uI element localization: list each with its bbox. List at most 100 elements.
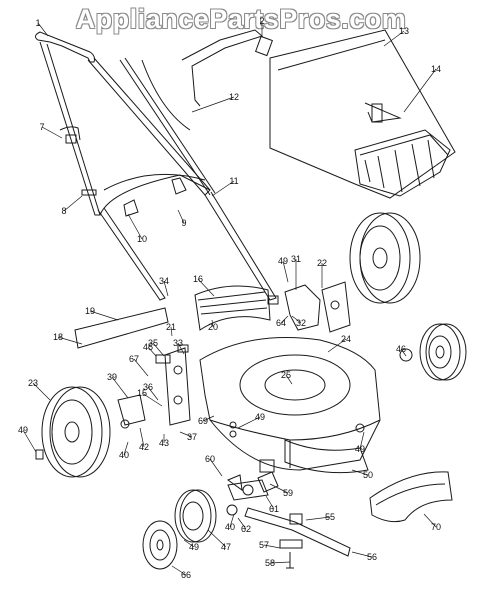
part-callout-49[interactable]: 49 — [189, 542, 199, 552]
part-callout-20[interactable]: 20 — [208, 322, 218, 332]
part-callout-33[interactable]: 33 — [173, 338, 183, 348]
callout-leader-34 — [163, 280, 169, 297]
callout-leader-47 — [207, 529, 227, 548]
part-callout-36[interactable]: 36 — [143, 382, 153, 392]
callout-leader-23 — [32, 382, 51, 401]
callout-leader-9 — [177, 209, 185, 224]
part-callout-34[interactable]: 34 — [159, 276, 169, 286]
part-callout-25[interactable]: 25 — [281, 370, 291, 380]
lower-handle — [97, 173, 277, 301]
part-callout-18[interactable]: 18 — [53, 332, 63, 342]
part-callout-60[interactable]: 60 — [205, 454, 215, 464]
part-callout-15[interactable]: 15 — [137, 388, 147, 398]
rear-shield — [74, 307, 169, 349]
callout-leader-45 — [147, 346, 157, 357]
callout-leader-13 — [383, 30, 405, 47]
callout-leader-37 — [179, 431, 193, 438]
callout-leader-24 — [327, 338, 347, 353]
part-callout-70[interactable]: 70 — [431, 522, 441, 532]
callout-leader-8 — [63, 195, 83, 212]
callout-leader-67 — [133, 358, 149, 377]
part-callout-59[interactable]: 59 — [283, 488, 293, 498]
part-callout-10[interactable]: 10 — [137, 234, 147, 244]
part-callout-21[interactable]: 21 — [166, 322, 176, 332]
callout-leader-7 — [41, 126, 63, 139]
part-callout-19[interactable]: 19 — [85, 306, 95, 316]
part-callout-46[interactable]: 46 — [396, 344, 406, 354]
callout-leader-59 — [269, 483, 289, 494]
part-callout-61[interactable]: 61 — [269, 504, 279, 514]
part-callout-49[interactable]: 49 — [255, 412, 265, 422]
part-callout-56[interactable]: 56 — [367, 552, 377, 562]
callout-leader-42 — [139, 427, 145, 448]
callout-leader-56 — [351, 551, 373, 558]
part-callout-32[interactable]: 32 — [296, 318, 306, 328]
bail-rod — [181, 29, 274, 107]
hardware — [35, 134, 413, 525]
callout-leader-14 — [403, 68, 437, 113]
callout-leader-40 — [123, 441, 129, 456]
part-callout-7[interactable]: 7 — [39, 122, 44, 132]
upper-handle — [34, 31, 216, 216]
callout-leader-16 — [197, 278, 215, 297]
callout-leader-1 — [37, 22, 49, 37]
part-callout-57[interactable]: 57 — [259, 540, 269, 550]
part-callout-12[interactable]: 12 — [229, 92, 239, 102]
throttle-cable — [59, 59, 191, 141]
part-callout-2[interactable]: 2 — [259, 16, 264, 26]
callout-leader-57 — [263, 544, 281, 549]
callout-leader-49 — [359, 431, 365, 450]
part-callout-24[interactable]: 24 — [341, 334, 351, 344]
part-callout-22[interactable]: 22 — [317, 258, 327, 268]
part-callout-55[interactable]: 55 — [325, 512, 335, 522]
part-callout-64[interactable]: 64 — [276, 318, 286, 328]
callout-leader-21 — [170, 326, 173, 337]
callout-leader-64 — [280, 315, 289, 324]
part-callout-31[interactable]: 31 — [291, 254, 301, 264]
part-callout-49[interactable]: 49 — [18, 425, 28, 435]
part-callout-23[interactable]: 23 — [28, 378, 38, 388]
part-callout-39[interactable]: 39 — [107, 372, 117, 382]
part-callout-66[interactable]: 66 — [181, 570, 191, 580]
callout-leader-40 — [229, 513, 235, 528]
part-callout-13[interactable]: 13 — [399, 26, 409, 36]
callout-leader-49 — [183, 539, 195, 548]
callout-leader-15 — [141, 392, 163, 407]
part-callout-11[interactable]: 11 — [229, 176, 238, 186]
blade — [244, 507, 351, 557]
callout-leader-49 — [237, 416, 261, 429]
part-callout-35[interactable]: 35 — [148, 338, 158, 348]
part-callout-16[interactable]: 16 — [193, 274, 203, 284]
side-discharge-chute — [284, 439, 369, 474]
part-callout-62[interactable]: 62 — [241, 524, 251, 534]
part-callout-42[interactable]: 42 — [139, 442, 149, 452]
part-callout-1[interactable]: 1 — [35, 18, 40, 28]
part-callout-47[interactable]: 47 — [221, 542, 231, 552]
callout-leader-69 — [202, 415, 215, 422]
blade-adapter — [227, 479, 269, 501]
callout-leader-33 — [177, 342, 185, 355]
part-callout-14[interactable]: 14 — [431, 64, 441, 74]
part-callout-49[interactable]: 49 — [278, 256, 288, 266]
part-callout-8[interactable]: 8 — [61, 206, 66, 216]
callout-leader-20 — [211, 319, 214, 328]
front-wheel-left — [174, 489, 217, 543]
part-callout-49[interactable]: 49 — [355, 444, 365, 454]
part-callout-40[interactable]: 40 — [119, 450, 129, 460]
part-callout-58[interactable]: 58 — [265, 558, 275, 568]
part-callout-67[interactable]: 67 — [129, 354, 139, 364]
part-callout-45[interactable]: 45 — [143, 342, 153, 352]
callout-leader-35 — [152, 342, 165, 357]
part-callout-40[interactable]: 40 — [225, 522, 235, 532]
part-callout-43[interactable]: 43 — [159, 438, 169, 448]
part-callout-50[interactable]: 50 — [363, 470, 373, 480]
part-callout-9[interactable]: 9 — [181, 218, 186, 228]
callout-leader-32 — [291, 315, 302, 324]
part-callout-69[interactable]: 69 — [198, 416, 208, 426]
callout-leader-25 — [285, 374, 293, 385]
callout-leader-66 — [171, 565, 187, 576]
callout-leader-70 — [423, 513, 437, 528]
callout-leader-46 — [400, 348, 407, 357]
part-callout-37[interactable]: 37 — [187, 432, 197, 442]
